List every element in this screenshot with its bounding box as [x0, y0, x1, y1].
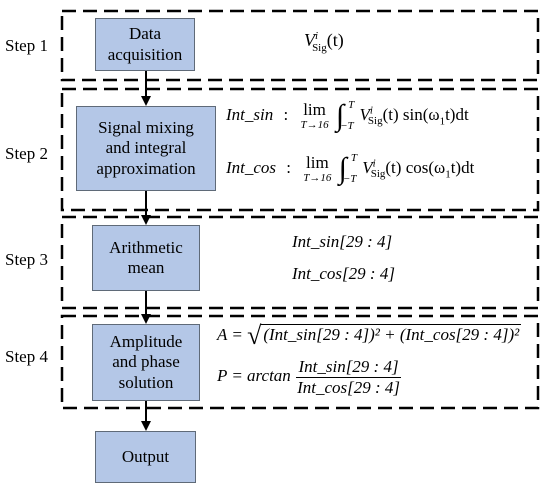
- sqrt-icon: √: [247, 321, 262, 350]
- step-1-label: Step 1: [5, 36, 48, 55]
- int-cos-omega-sub: 1: [445, 168, 451, 181]
- int-sin-upper: T: [348, 99, 355, 111]
- int-sin-lower: −T: [340, 120, 354, 132]
- int-sin-body: sin(ω: [402, 104, 440, 124]
- int-cos-tail: t)dt: [450, 157, 475, 177]
- amplitude-radicand: (Int_sin[29 : 4])² + (Int_cos[29 : 4])²: [261, 323, 522, 344]
- int-cos-lower: −T: [342, 173, 357, 185]
- step-2-frame: [60, 87, 540, 212]
- data-acquisition-box: Data acquisition: [95, 18, 195, 71]
- phase-formula: P = arctan Int_sin[29 : 4] Int_cos[29 : …: [217, 357, 402, 397]
- int-cos-integral: ∫T −T: [339, 153, 357, 185]
- int-sin-colon: :: [283, 104, 289, 124]
- int-sin-tail: t)dt: [445, 104, 469, 124]
- data-acquisition-text: Data acquisition: [107, 24, 183, 64]
- output-text: Output: [121, 446, 170, 466]
- step-4-label: Step 4: [5, 347, 48, 366]
- mean-cos-formula: Int_cos[29 : 4]: [292, 264, 395, 283]
- step-3-label: Step 3: [5, 250, 48, 269]
- amplitude-phase-text: Amplitude and phase solution: [109, 331, 183, 392]
- int-sin-v-arg: (t): [382, 104, 399, 124]
- int-cos-colon: :: [286, 157, 292, 177]
- output-box: Output: [95, 431, 196, 483]
- int-cos-v: V: [362, 157, 373, 177]
- int-sin-v: V: [359, 104, 370, 124]
- amplitude-formula: A = √(Int_sin[29 : 4])² + (Int_cos[29 : …: [217, 321, 522, 350]
- int-cos-body: cos(ω: [405, 157, 446, 177]
- int-sin-lim-word: lim: [303, 100, 326, 119]
- amplitude-phase-box: Amplitude and phase solution: [92, 324, 200, 401]
- int-cos-lim-sub: T→16: [303, 172, 332, 184]
- v-symbol: V: [304, 30, 315, 50]
- v-sig-formula: ViSig(t): [304, 30, 344, 54]
- arithmetic-mean-text: Arithmetic mean: [109, 237, 183, 277]
- amplitude-lhs: A =: [217, 324, 243, 344]
- v-subscript: Sig: [312, 41, 327, 54]
- int-sin-integral: ∫T −T: [336, 100, 354, 132]
- step-1-frame: [60, 9, 540, 82]
- int-sin-lim-sub: T→16: [300, 119, 329, 131]
- step-4-frame: [60, 314, 540, 410]
- v-superscript: i: [315, 30, 319, 42]
- signal-mixing-text: Signal mixing and integral approximation: [96, 117, 196, 178]
- integral-sign-icon: ∫: [335, 99, 345, 132]
- int-sin-name: Int_sin: [226, 104, 274, 124]
- v-argument: (t): [326, 30, 344, 50]
- step-2-label: Step 2: [5, 144, 48, 163]
- int-cos-v-sub: Sig: [370, 168, 386, 181]
- int-sin-v-sub: Sig: [367, 115, 383, 128]
- mean-sin-formula: Int_sin[29 : 4]: [292, 232, 393, 251]
- int-cos-v-arg: (t): [385, 157, 402, 177]
- phase-numerator: Int_sin[29 : 4]: [296, 357, 401, 378]
- integral-sign-icon: ∫: [338, 152, 347, 185]
- phase-denominator: Int_cos[29 : 4]: [297, 377, 401, 397]
- arithmetic-mean-box: Arithmetic mean: [92, 225, 200, 291]
- phase-fraction: Int_sin[29 : 4] Int_cos[29 : 4]: [295, 357, 402, 397]
- int-sin-v-sup: i: [369, 104, 373, 117]
- step-3-frame: [60, 215, 540, 310]
- int-cos-v-sup: i: [372, 157, 376, 170]
- signal-mixing-box: Signal mixing and integral approximation: [76, 106, 216, 191]
- int-sin-omega-sub: 1: [439, 115, 446, 128]
- phase-lhs: P = arctan: [217, 365, 291, 385]
- int-cos-lim-word: lim: [306, 153, 329, 172]
- int-cos-upper: T: [350, 152, 357, 164]
- int-cos-name: Int_cos: [226, 157, 277, 177]
